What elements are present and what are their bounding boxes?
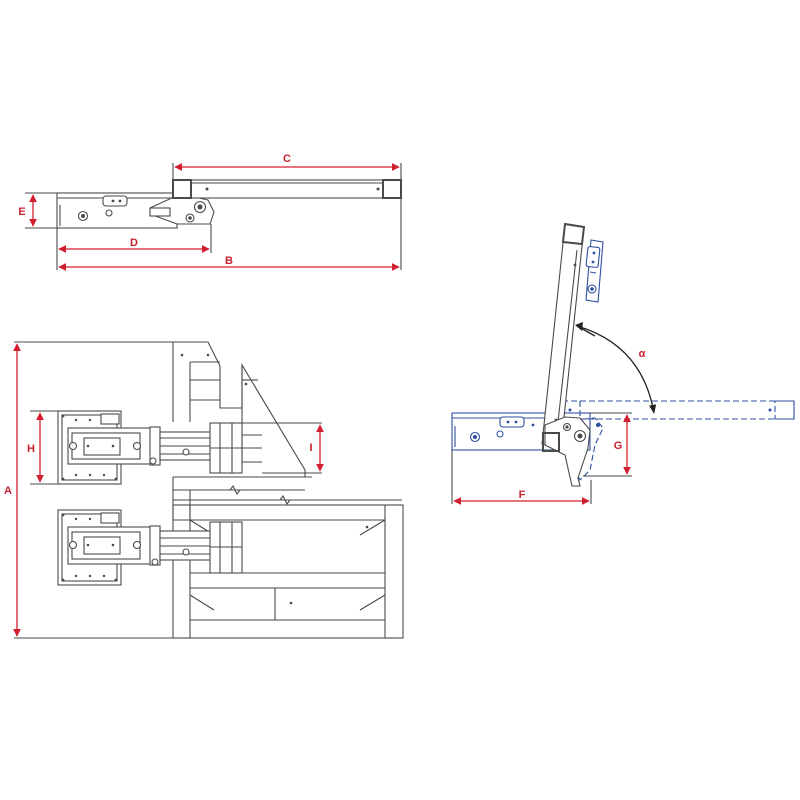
- dimension-f-label: F: [519, 489, 526, 501]
- hinge-bracket: [149, 207, 171, 217]
- clip: [100, 413, 120, 425]
- plan-view: [14, 341, 404, 639]
- bolt-icon: [149, 457, 157, 465]
- bolt-icon: [151, 558, 159, 566]
- dimension-e-label: E: [18, 206, 25, 218]
- clip: [100, 512, 120, 524]
- bolt-icon: [132, 441, 142, 451]
- bolt-icon: [182, 548, 190, 556]
- arm-alternate-position: [561, 400, 795, 420]
- arm-tube-end: [561, 222, 586, 246]
- angle-alpha: α: [575, 322, 657, 414]
- dimension-c: C: [174, 153, 400, 171]
- dimension-g: G: [614, 414, 631, 475]
- dimension-d-label: D: [130, 237, 138, 249]
- piston-slot: [83, 437, 121, 456]
- side-view-open: [451, 222, 795, 504]
- upper-hinge: [57, 410, 262, 485]
- dimension-i-label: I: [309, 442, 312, 454]
- angle-alpha-label: α: [639, 348, 646, 360]
- dimension-h: H: [27, 412, 44, 483]
- dimension-a-label: A: [4, 485, 12, 497]
- bolt-icon: [68, 540, 78, 550]
- lower-hinge: [57, 509, 243, 586]
- bolt-icon: [182, 448, 190, 456]
- slot: [102, 195, 128, 207]
- bolt-icon: [105, 209, 113, 217]
- arm-tube-base: [542, 432, 560, 452]
- dimension-g-label: G: [614, 440, 623, 452]
- dimension-c-label: C: [283, 153, 291, 165]
- dimension-d: D: [58, 237, 210, 253]
- dimension-e: E: [18, 194, 37, 227]
- dimension-h-label: H: [27, 443, 35, 455]
- dimension-b-label: B: [225, 255, 233, 267]
- bolt-icon: [132, 540, 142, 550]
- dimension-b: B: [58, 255, 400, 271]
- piston-slot: [83, 536, 121, 555]
- machine-frame: [172, 504, 404, 639]
- dimension-a: A: [4, 343, 21, 637]
- dimension-i: I: [309, 424, 324, 472]
- arm-tube-end: [172, 179, 192, 199]
- side-view-folded: [25, 163, 402, 270]
- dimension-f: F: [453, 489, 590, 505]
- bolt-icon: [68, 441, 78, 451]
